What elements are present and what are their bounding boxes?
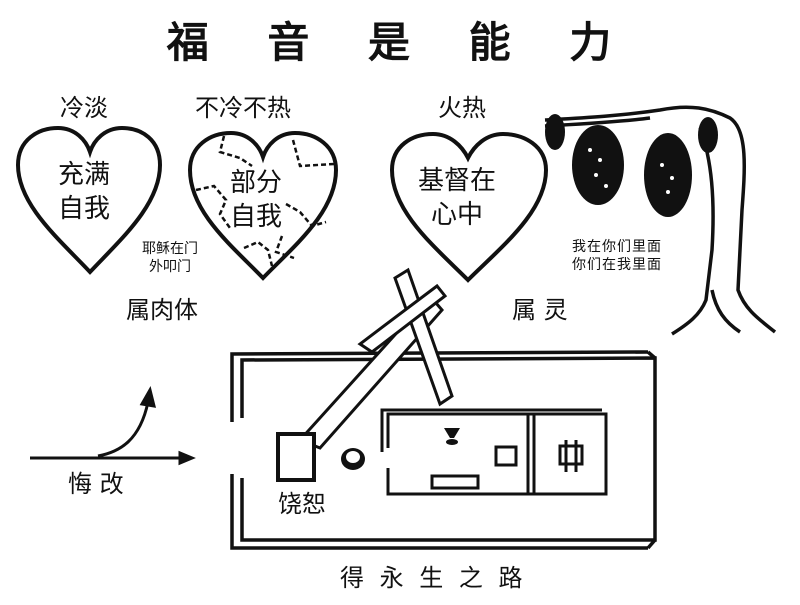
heart-text-cold: 充满 自我 bbox=[58, 158, 110, 226]
heart-text-line: 充满 bbox=[58, 160, 111, 190]
heart-text-line: 基督在 bbox=[418, 166, 497, 196]
heart-cracks bbox=[195, 135, 335, 267]
altar-icon bbox=[276, 432, 316, 482]
heart-label-hot: 火热 bbox=[438, 94, 486, 122]
caption-line: 耶稣在门 bbox=[142, 241, 198, 257]
repent-label: 悔 改 bbox=[68, 470, 124, 498]
heart-text-line: 心中 bbox=[431, 200, 484, 230]
heart-label-lukewarm: 不冷不热 bbox=[195, 94, 291, 122]
showbread-table-icon bbox=[430, 474, 480, 490]
heart-text-line: 自我 bbox=[230, 202, 283, 232]
grape-cluster-icon bbox=[545, 114, 718, 217]
heart-icon bbox=[187, 130, 339, 281]
heart-text-line: 部分 bbox=[230, 168, 283, 198]
turn-arrow-icon bbox=[30, 386, 196, 466]
caption-line: 你们在我里面 bbox=[572, 257, 662, 273]
heart-text-line: 自我 bbox=[58, 194, 111, 224]
tabernacle-inner-icon bbox=[380, 408, 608, 496]
spirit-label: 属 灵 bbox=[512, 296, 568, 324]
incense-altar-icon bbox=[494, 445, 518, 467]
heart-icon bbox=[15, 125, 163, 275]
caption-line: 我在你们里面 bbox=[572, 239, 662, 255]
caption-line: 外叩门 bbox=[149, 259, 191, 275]
heart-label-cold: 冷淡 bbox=[60, 94, 108, 122]
vine-caption: 我在你们里面 你们在我里面 bbox=[572, 238, 662, 274]
heart-text-lukewarm: 部分 自我 bbox=[230, 166, 282, 234]
heart-icon bbox=[389, 131, 549, 283]
knock-caption: 耶稣在门 外叩门 bbox=[142, 240, 198, 276]
tabernacle-icon bbox=[230, 350, 657, 550]
path-label: 得 永 生 之 路 bbox=[340, 564, 527, 592]
flesh-label: 属肉体 bbox=[126, 296, 198, 324]
cross-icon bbox=[297, 267, 454, 450]
ark-icon bbox=[558, 440, 584, 472]
forgive-label: 饶恕 bbox=[278, 490, 326, 518]
heart-text-hot: 基督在 心中 bbox=[418, 164, 496, 232]
lampstand-icon bbox=[444, 428, 460, 445]
laver-icon bbox=[341, 448, 365, 470]
page-title: 福 音 是 能 力 bbox=[166, 18, 634, 67]
